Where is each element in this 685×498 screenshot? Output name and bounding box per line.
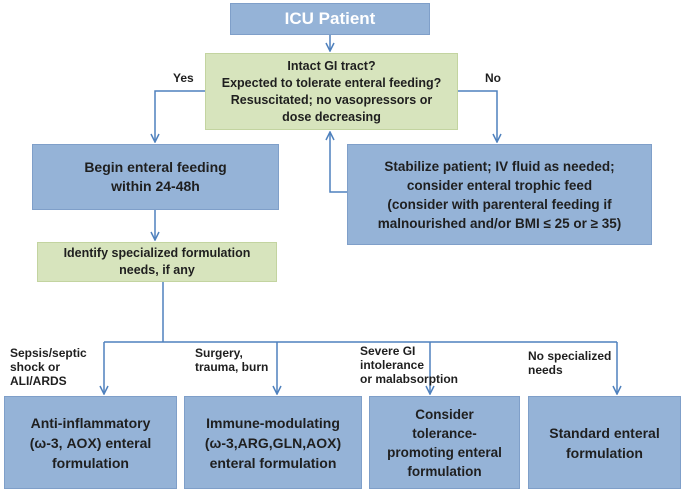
arrow-no	[458, 90, 497, 142]
yes-label: Yes	[173, 71, 194, 85]
decision-node: Intact GI tract? Expected to tolerate en…	[205, 53, 458, 130]
surgery-label: Surgery, trauma, burn	[195, 346, 269, 374]
tolerance-node: Consider tolerance- promoting enteral fo…	[369, 396, 520, 489]
stabilize-node: Stabilize patient; IV fluid as needed; c…	[347, 144, 652, 245]
immune-modulating-node: Immune-modulating (ω-3,ARG,GLN,AOX) ente…	[184, 396, 362, 489]
identify-node: Identify specialized formulation needs, …	[37, 242, 277, 282]
sepsis-label: Sepsis/septic shock or ALI/ARDS	[10, 346, 87, 388]
icu-patient-node: ICU Patient	[230, 3, 430, 35]
begin-enteral-node: Begin enteral feeding within 24-48h	[32, 144, 279, 210]
arrow-yes	[155, 90, 205, 142]
anti-inflammatory-node: Anti-inflammatory (ω-3, AOX) enteral for…	[4, 396, 177, 489]
no-specialized-label: No specialized needs	[528, 349, 612, 377]
severe-gi-label: Severe GI intolerance or malabsorption	[360, 344, 459, 386]
no-label: No	[485, 71, 501, 85]
standard-node: Standard enteral formulation	[528, 396, 681, 489]
arrow-stabilize-loop	[330, 132, 347, 193]
